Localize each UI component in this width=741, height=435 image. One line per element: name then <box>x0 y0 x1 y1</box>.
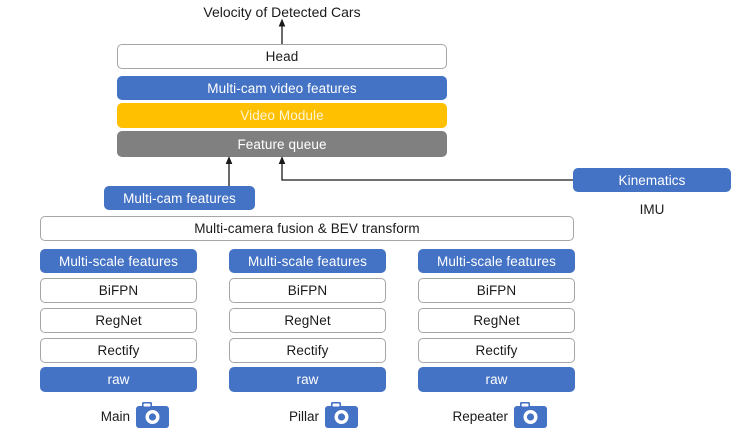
imu-label: IMU <box>639 202 665 217</box>
node-pillar-regnet[interactable]: RegNet <box>229 308 386 333</box>
node-pillar-bifpn[interactable]: BiFPN <box>229 278 386 303</box>
node-repeater-multi-scale-features[interactable]: Multi-scale features <box>418 249 575 273</box>
node-main-bifpn[interactable]: BiFPN <box>40 278 197 303</box>
camera-icon <box>136 402 169 428</box>
node-video-module[interactable]: Video Module <box>117 103 447 128</box>
node-kinematics[interactable]: Kinematics <box>573 168 731 192</box>
node-pillar-raw[interactable]: raw <box>229 367 386 392</box>
camera-label-main: Main <box>100 409 130 424</box>
node-repeater-bifpn[interactable]: BiFPN <box>418 278 575 303</box>
camera-icon <box>325 402 358 428</box>
node-main-multi-scale-features[interactable]: Multi-scale features <box>40 249 197 273</box>
node-head[interactable]: Head <box>117 44 447 69</box>
node-feature-queue[interactable]: Feature queue <box>117 131 447 157</box>
arrow-kinematics-to-feature-queue <box>278 156 573 181</box>
node-main-rectify[interactable]: Rectify <box>40 338 197 363</box>
node-repeater-rectify[interactable]: Rectify <box>418 338 575 363</box>
node-repeater-regnet[interactable]: RegNet <box>418 308 575 333</box>
node-multi-cam-features[interactable]: Multi-cam features <box>104 186 255 210</box>
node-pillar-multi-scale-features[interactable]: Multi-scale features <box>229 249 386 273</box>
camera-icon <box>514 402 547 428</box>
node-repeater-raw[interactable]: raw <box>418 367 575 392</box>
node-multi-camera-fusion-bev[interactable]: Multi-camera fusion & BEV transform <box>40 216 574 241</box>
node-main-raw[interactable]: raw <box>40 367 197 392</box>
node-multi-cam-video-features[interactable]: Multi-cam video features <box>117 76 447 100</box>
node-pillar-rectify[interactable]: Rectify <box>229 338 386 363</box>
node-main-regnet[interactable]: RegNet <box>40 308 197 333</box>
output-title: Velocity of Detected Cars <box>203 4 361 20</box>
camera-label-repeater: Repeater <box>452 409 508 424</box>
camera-label-pillar: Pillar <box>288 409 319 424</box>
